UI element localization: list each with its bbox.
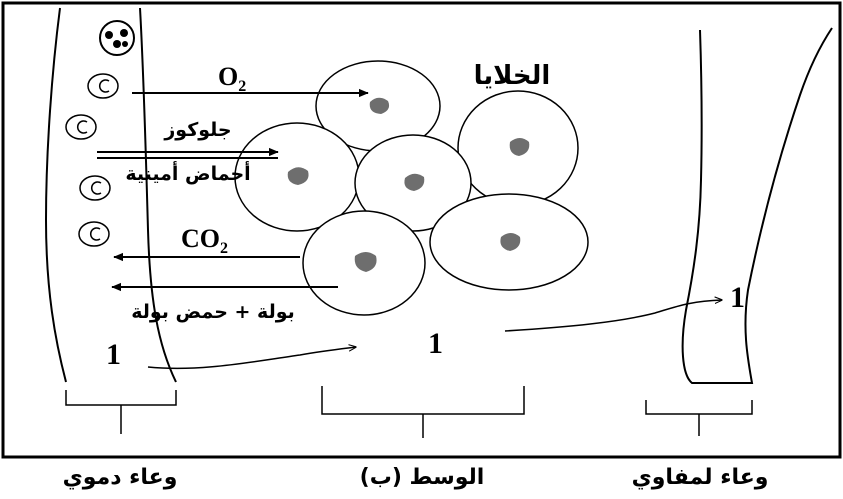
cells-title: الخلايا bbox=[474, 61, 551, 91]
diagram-frame bbox=[1, 1, 842, 459]
cell bbox=[302, 210, 426, 316]
filtration-arrow bbox=[147, 347, 356, 370]
lymph-vessel bbox=[681, 27, 833, 384]
glucose-label: جلوكوز bbox=[163, 119, 231, 141]
o2-label: O2 bbox=[218, 62, 246, 95]
blood-vessel bbox=[44, 7, 177, 383]
drainage-arrow bbox=[504, 300, 722, 332]
brace-blood-vessel bbox=[65, 390, 177, 434]
cell bbox=[429, 193, 589, 291]
platelet-icon bbox=[99, 20, 135, 56]
co2-label: CO2 bbox=[181, 224, 228, 257]
red-blood-cell-icon bbox=[87, 73, 119, 99]
red-blood-cell-icon bbox=[65, 114, 97, 140]
caption-blood-vessel: وعاء دموي bbox=[63, 465, 178, 490]
waste-label: بولة + حمض بولة bbox=[131, 301, 295, 323]
cell bbox=[315, 60, 441, 152]
caption-lymph-vessel: وعاء لمفاوي bbox=[632, 465, 769, 490]
red-blood-cell-icon bbox=[78, 221, 110, 247]
lymph-number: 1 bbox=[730, 281, 745, 314]
interstitial-fluid-number: 1 bbox=[428, 327, 443, 360]
blood-plasma-number: 1 bbox=[106, 338, 121, 371]
caption-medium: الوسط (ب) bbox=[360, 465, 485, 490]
amino-acids-label: أحماض أمينية bbox=[125, 161, 250, 185]
brace-medium bbox=[321, 386, 525, 438]
nutrient-arrows bbox=[97, 147, 279, 159]
red-blood-cell-icon bbox=[79, 175, 111, 201]
brace-lymph-vessel bbox=[645, 400, 753, 436]
cell bbox=[457, 90, 579, 206]
